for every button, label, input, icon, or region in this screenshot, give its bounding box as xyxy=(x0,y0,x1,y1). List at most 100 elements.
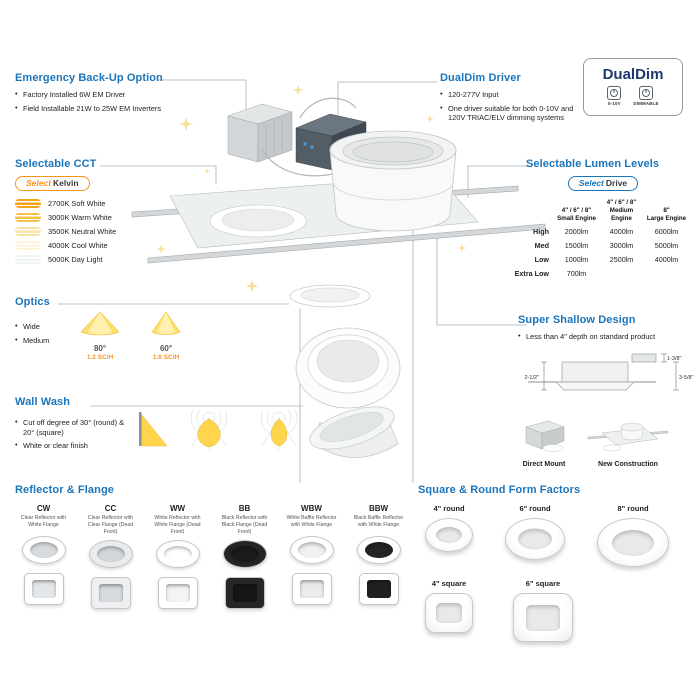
lumen-col-header: 4" / 6" / 8"Medium Engine xyxy=(606,199,637,222)
shallow-bullets: Less than 4" depth on standard product xyxy=(518,331,696,342)
beam-80: 80° 1.2 SC/H xyxy=(75,310,125,361)
round-trim-image xyxy=(505,518,565,560)
optics-title: Optics xyxy=(15,296,50,308)
lumen-row-label: Low xyxy=(534,255,549,265)
cct-title: Selectable CCT xyxy=(15,158,97,170)
cct-option-list: 2700K Soft White 3000K Warm White 3500K … xyxy=(15,199,185,264)
dualdim-driver-section: DualDim Driver 120-277V Input One driver… xyxy=(440,72,578,127)
wallwash-title: Wall Wash xyxy=(15,396,71,408)
trim-aperture xyxy=(526,604,560,631)
reflector-code: WW xyxy=(169,504,186,513)
cct-option-label: 5000K Day Light xyxy=(48,255,103,264)
trim-aperture xyxy=(612,529,654,556)
reflector-title: Reflector & Flange xyxy=(15,484,114,496)
beam-angle-label: 60° xyxy=(159,344,173,353)
reflector-desc: Clear Reflector with Clear Flange (Dead … xyxy=(87,515,134,535)
cct-option: 3000K Warm White xyxy=(15,213,185,222)
square-trim-image xyxy=(291,573,332,605)
dim-label: 2-1/2" xyxy=(525,375,540,381)
dim-label: 1-3/8" xyxy=(667,356,682,362)
square-trim-image xyxy=(23,573,64,605)
lumen-cell: 1500lm xyxy=(564,241,589,251)
form-factor-label: 6" square xyxy=(525,579,561,588)
reflector-cone xyxy=(31,580,56,598)
new-construction-image xyxy=(587,422,669,451)
badge-select-text: Select xyxy=(26,178,52,188)
round-trim-image xyxy=(597,518,669,567)
shallow-title: Super Shallow Design xyxy=(518,314,636,326)
round-trim-image xyxy=(222,540,267,569)
lumen-col-header: 4" / 6" / 8"Small Engine xyxy=(557,206,596,222)
lumen-row-label: Extra Low xyxy=(514,269,549,279)
baffle-cone xyxy=(299,580,324,598)
square-trim-image xyxy=(90,577,131,610)
cct-swatch-icon xyxy=(15,255,41,264)
cct-option-label: 3500K Neutral White xyxy=(48,227,117,236)
cct-option-label: 2700K Soft White xyxy=(48,199,106,208)
reflector-desc: White Reflector with White Flange (Dead … xyxy=(154,515,201,535)
baffle-cone xyxy=(366,580,391,598)
direct-mount-figure: Direct Mount xyxy=(518,415,570,468)
wires xyxy=(261,97,357,177)
dial-0-10v: 0-10V xyxy=(607,86,622,106)
beam-sch-label: 1.2 SC/H xyxy=(86,354,114,361)
trim-aperture xyxy=(436,527,462,543)
square-trim-image xyxy=(224,577,265,610)
bullet-item: White or clear finish xyxy=(15,440,125,451)
mounting-frame xyxy=(131,175,546,264)
reflector-column-ww: WW White Reflector with White Flange (De… xyxy=(146,504,209,610)
cct-option: 4000K Cool White xyxy=(15,241,185,250)
bullet-item: Cut off degree of 30° (round) & 20° (squ… xyxy=(15,417,125,437)
reflector-code: CC xyxy=(104,504,117,513)
reflector-column-cc: CC Clear Reflector with Clear Flange (De… xyxy=(79,504,142,610)
reflector-column-bbw: BBW Black Baffle Reflector with White Fl… xyxy=(347,504,410,609)
reflector-desc: Black Reflector with Black Flange (Dead … xyxy=(221,515,268,535)
lumen-row-label: High xyxy=(533,227,549,237)
cct-option: 2700K Soft White xyxy=(15,199,185,208)
dualdim-logo: DualDim 0-10V DIMMABLE xyxy=(583,58,683,116)
lumen-row-label: Med xyxy=(534,241,549,251)
square-trim-image xyxy=(425,593,473,633)
dial-caption: 0-10V xyxy=(608,101,621,106)
bullet-item: Less than 4" depth on standard product xyxy=(518,331,696,342)
cct-swatch-icon xyxy=(15,241,41,250)
emergency-backup-section: Emergency Back-Up Option Factory Install… xyxy=(15,72,250,117)
optics-section: Optics Wide Medium 80° 1.2 SC/H 60° xyxy=(15,296,225,361)
lumen-cell: 2000lm xyxy=(564,227,589,237)
trim-aperture xyxy=(436,603,462,623)
reflector-cone xyxy=(29,542,58,558)
bullet-item: 120-277V Input xyxy=(440,89,578,100)
dimmer-dials: 0-10V DIMMABLE xyxy=(584,86,682,106)
square-form-factors: 4" square 6" square xyxy=(418,579,694,642)
bullet-item: Medium xyxy=(15,335,59,346)
emergency-title: Emergency Back-Up Option xyxy=(15,72,163,84)
square-distribution-plot-icon xyxy=(260,410,298,450)
reflector-cone xyxy=(96,546,125,563)
reflector-column-wbw: WBW White Baffle Reflector with White Fl… xyxy=(280,504,343,609)
reflector-column-cw: CW Clear Reflector with White Flange xyxy=(12,504,75,609)
lumen-table: 4" / 6" / 8"Small Engine 4" / 6" / 8"Med… xyxy=(512,199,694,278)
wallwash-bullets: Cut off degree of 30° (round) & 20° (squ… xyxy=(15,417,125,455)
round-trim-image xyxy=(289,536,334,564)
lumen-cell: 4000lm xyxy=(609,227,634,237)
lumen-title: Selectable Lumen Levels xyxy=(526,158,660,170)
shallow-dimension-drawing: 2-1/2" 1-3/8" 3-5/8" xyxy=(525,353,694,390)
lumen-cell: 1000lm xyxy=(564,255,589,265)
round-distribution-plot-icon xyxy=(190,410,228,450)
lumen-cell: 3000lm xyxy=(609,241,634,251)
new-construction-figure: New Construction xyxy=(586,415,670,468)
badge-drive-text: Drive xyxy=(605,178,628,188)
round-trim-image xyxy=(425,518,473,552)
cutoff-wedge-icon xyxy=(139,412,168,447)
form-factor-4-round: 4" round xyxy=(418,504,480,552)
dial-caption: DIMMABLE xyxy=(633,101,659,106)
round-trim-image xyxy=(88,540,133,569)
baffle-cone xyxy=(297,542,326,558)
round-trim-image xyxy=(21,536,66,564)
wall-wash-section: Wall Wash Cut off degree of 30° (round) … xyxy=(15,396,325,455)
beam-angle-label: 80° xyxy=(93,344,107,353)
square-trim-image xyxy=(513,593,573,642)
